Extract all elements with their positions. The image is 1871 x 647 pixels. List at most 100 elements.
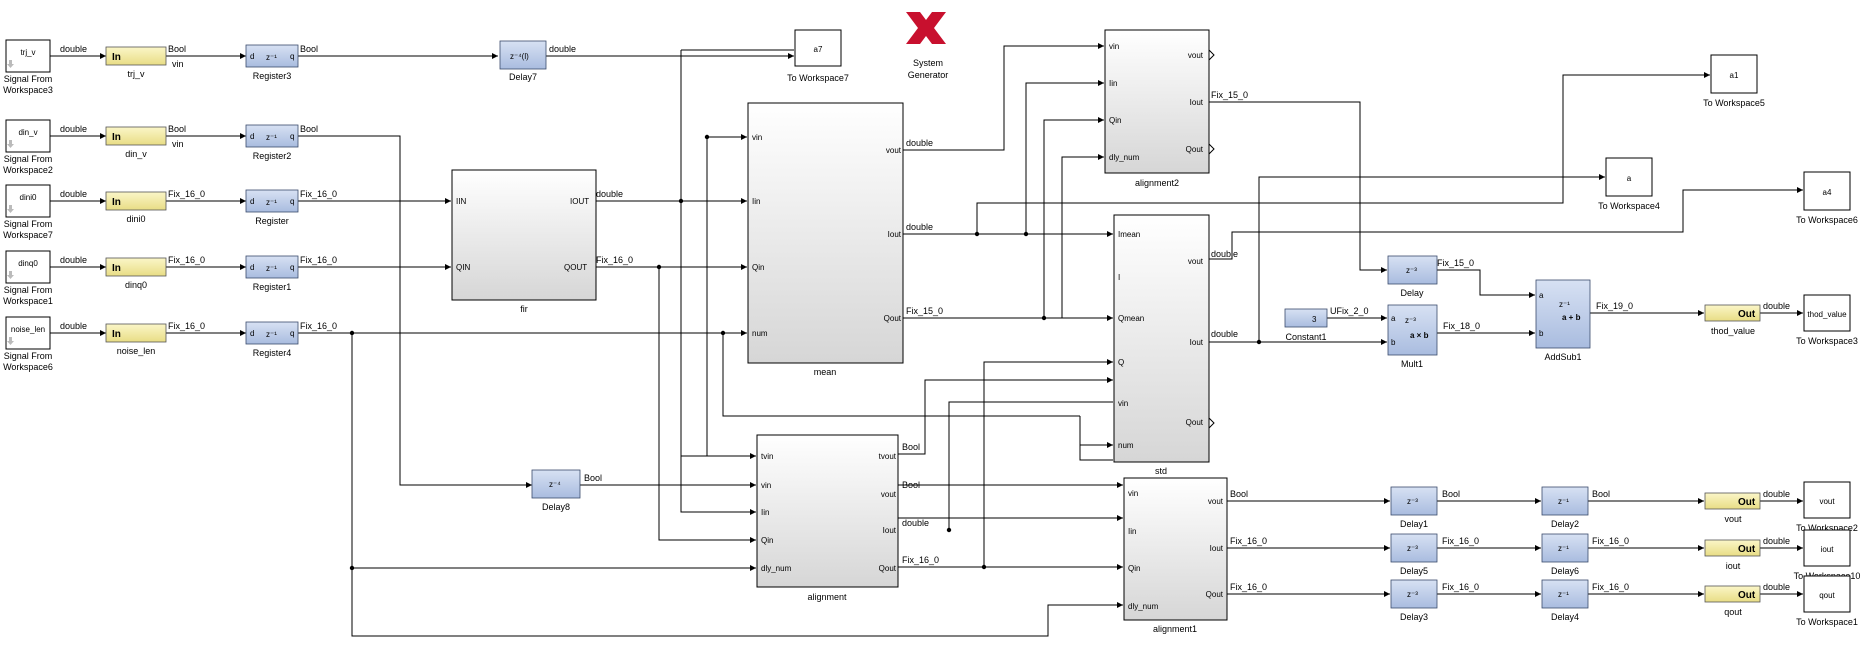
gateway-in-dini0[interactable]: In dini0 [105,191,167,224]
wire-label: Fix_16_0 [1592,582,1629,592]
signal-from-workspace2[interactable]: din_v Signal From Workspace2 [3,119,53,175]
gateway-in-dinq0[interactable]: In dinq0 [105,257,167,290]
block-name: Register [255,216,289,226]
delay-glyph: z⁻¹ [1558,497,1569,506]
block-name: Register1 [253,282,292,292]
wire-label: double [906,222,933,232]
port-label: a [1539,291,1544,300]
to-workspace7-block[interactable]: a7 To Workspace7 [787,29,849,83]
delay-block[interactable]: z⁻³ Delay [1387,255,1438,298]
gateway-in-trj-v[interactable]: In trj_v [105,46,167,79]
block-name: To Workspace1 [1796,617,1858,627]
signal-from-workspace7[interactable]: dini0 Signal From Workspace7 [3,184,53,240]
wire-label: Fix_15_0 [1211,90,1248,100]
mult1-block[interactable]: a b z⁻³ a × b Mult1 [1387,304,1438,369]
delay3-block[interactable]: z⁻³ Delay3 [1390,579,1438,622]
register1-block[interactable]: d z⁻¹ q Register1 [245,255,299,292]
mean-subsystem[interactable]: vin Iin Qin num vout Iout Qout mean [747,102,904,377]
delay1-block[interactable]: z⁻³ Delay1 [1390,486,1438,529]
system-generator-logo: System Generator [906,12,948,80]
wire-label: Fix_16_0 [168,255,205,265]
gateway-in-din-v[interactable]: In din_v [105,126,167,159]
gateway-out-qout[interactable]: Out qout [1704,585,1761,617]
std-subsystem[interactable]: Imean I Qmean Q vin num vout Iout Qout s… [1113,214,1215,476]
gateway-out-iout[interactable]: Out iout [1704,539,1761,571]
block-name: Delay3 [1400,612,1428,622]
block-name: dinq0 [125,280,147,290]
wire-label: Bool [168,44,186,54]
port-label: Qout [1186,145,1204,154]
delay5-block[interactable]: z⁻³ Delay5 [1390,533,1438,576]
port-d: d [250,52,254,61]
wire-label: Fix_16_0 [300,255,337,265]
block-name: fir [520,304,528,314]
wire-label: double [60,255,87,265]
block-name: To Workspace3 [1796,336,1858,346]
register4-block[interactable]: d z⁻¹ q Register4 [245,321,299,358]
alignment2-subsystem[interactable]: vin Iin Qin dly_num vout Iout Qout align… [1104,29,1215,188]
register2-block[interactable]: d z⁻¹ q Register2 [245,124,299,161]
block-name: Mult1 [1401,359,1423,369]
block-name: noise_len [117,346,156,356]
port-label: IOUT [570,197,589,206]
arrow-down-icon [7,205,14,213]
alignment-subsystem[interactable]: tvin vin Iin Qin dly_num tvout vout Iout… [756,434,899,602]
to-workspace5-block[interactable]: a1 To Workspace5 [1703,54,1765,108]
to-workspace10-block[interactable]: iout To Workspace10 [1794,529,1861,581]
alignment1-subsystem[interactable]: vin Iin Qin dly_num vout Iout Qout align… [1123,477,1228,634]
wire-label: Fix_16_0 [1442,582,1479,592]
delay7-block[interactable]: z⁻⁴(l) Delay7 [499,40,547,82]
port-label: vin [752,133,762,142]
signal-from-workspace1[interactable]: dinq0 Signal From Workspace1 [3,250,53,306]
to-workspace1-block[interactable]: qout To Workspace1 [1796,575,1858,627]
wire-label: Fix_16_0 [300,189,337,199]
gateway-label: In [112,263,121,274]
block-var: a [1627,174,1632,183]
port-label: tvout [879,452,897,461]
wire-label: double [60,124,87,134]
port-label: Qmean [1118,314,1144,323]
port-q: q [290,263,294,272]
gateway-out-thod-value[interactable]: Out thod_value [1704,304,1761,336]
block-name: trj_v [127,69,145,79]
delay-glyph: z⁻¹ [266,133,277,142]
gateway-in-noise-len[interactable]: In noise_len [105,323,167,356]
delay2-block[interactable]: z⁻¹ Delay2 [1541,486,1589,529]
wire-label: Bool [1592,489,1610,499]
wire-label: Fix_19_0 [1596,301,1633,311]
delay-glyph: z⁻³ [1407,590,1418,599]
fir-subsystem[interactable]: IIN QIN IOUT QOUT fir [451,169,597,314]
wire-label: Bool [1230,489,1248,499]
arrow-down-icon [7,140,14,148]
to-workspace3-block[interactable]: thod_value To Workspace3 [1796,294,1858,346]
wire-label: double [1211,249,1238,259]
constant1-block[interactable]: 3 Constant1 [1284,308,1328,342]
to-workspace4-block[interactable]: a To Workspace4 [1598,157,1660,211]
block-name: Register3 [253,71,292,81]
delay6-block[interactable]: z⁻¹ Delay6 [1541,533,1589,576]
wire-label: Bool [300,44,318,54]
block-name: Workspace6 [3,362,53,372]
gateway-out-vout[interactable]: Out vout [1704,492,1761,524]
delay4-block[interactable]: z⁻¹ Delay4 [1541,579,1589,622]
wire-label: Bool [584,473,602,483]
constant-value: 3 [1312,315,1317,324]
signal-from-workspace3[interactable]: trj_v Signal From Workspace3 [3,39,53,95]
wire-label: Fix_16_0 [300,321,337,331]
wire-label: double [596,189,623,199]
operator-label: a + b [1562,313,1581,322]
delay-glyph: z⁻⁴(l) [510,52,529,61]
addsub1-block[interactable]: a b z⁻¹ a + b AddSub1 [1535,279,1591,362]
to-workspace2-block[interactable]: vout To Workspace2 [1796,481,1858,533]
register-block[interactable]: d z⁻¹ q Register [245,189,299,226]
block-var: vout [1819,497,1835,506]
register3-block[interactable]: d z⁻¹ q Register3 [245,44,299,81]
block-name: Delay5 [1400,566,1428,576]
gateway-label: Out [1738,590,1756,601]
delay8-block[interactable]: z⁻⁴ Delay8 [531,469,581,512]
signal-from-workspace6[interactable]: noise_len Signal From Workspace6 [3,316,53,372]
block-name: To Workspace6 [1796,215,1858,225]
port-label: vin [1118,399,1128,408]
block-name: Delay8 [542,502,570,512]
to-workspace6-block[interactable]: a4 To Workspace6 [1796,171,1858,225]
